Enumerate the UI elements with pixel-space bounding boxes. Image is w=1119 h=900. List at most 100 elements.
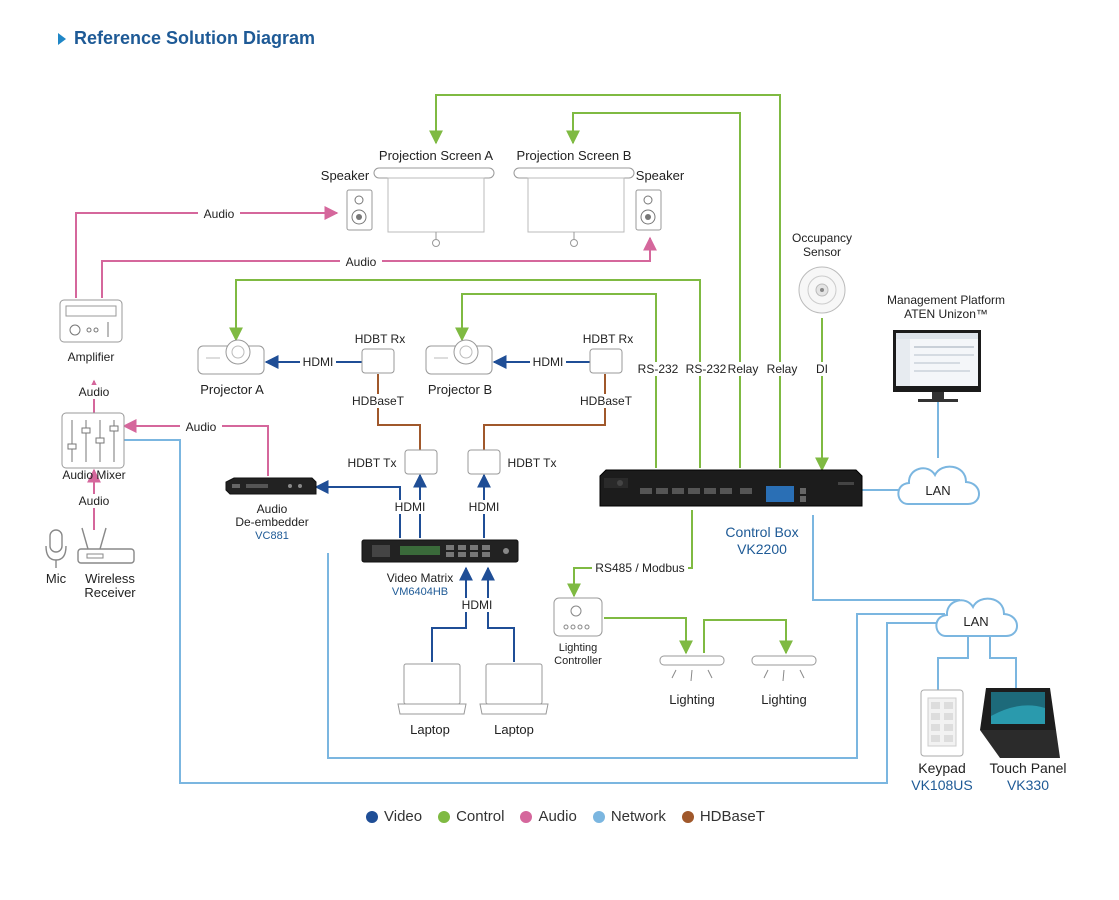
hdmi-label-laptops: HDMI — [462, 598, 493, 612]
mic-label: Mic — [46, 571, 67, 586]
touch-panel-model: VK330 — [1007, 777, 1049, 793]
video-matrix-device — [361, 539, 519, 563]
control-box-label: Control Box — [725, 524, 798, 540]
lighting-left-label: Lighting — [669, 692, 715, 707]
speaker-right-icon — [635, 189, 662, 231]
laptop-right-icon — [479, 663, 549, 715]
projector-a-label: Projector A — [200, 382, 264, 397]
hdbaset-label-a: HDBaseT — [352, 394, 405, 408]
wireless-receiver-icon — [77, 527, 135, 564]
legend-label-control: Control — [456, 808, 505, 825]
aten-unizon-label: ATEN Unizon™ — [904, 307, 988, 321]
legend-dot-hdbaset — [681, 810, 694, 823]
audio-deembedder-label-line2: De-embedder — [235, 515, 308, 529]
hdbt-tx-b-label: HDBT Tx — [508, 456, 557, 470]
legend-dot-video — [366, 810, 378, 823]
audio-mixer — [61, 412, 125, 469]
lan-cloud-lower — [935, 597, 1018, 637]
lighting-controller-label-line2: Controller — [554, 655, 602, 667]
occupancy-sensor-label-line1: Occupancy — [792, 231, 852, 245]
relay-label-b: Relay — [767, 362, 798, 376]
hdmi-label-projector-a: HDMI — [303, 355, 334, 369]
amplifier — [59, 299, 123, 343]
laptop-right-label: Laptop — [494, 722, 534, 737]
projector-b-label: Projector B — [428, 382, 492, 397]
speaker-left-icon — [346, 189, 373, 231]
lighting-controller-device — [553, 597, 603, 637]
mic-icon — [45, 529, 67, 568]
rs232-label-a: RS-232 — [638, 362, 679, 376]
audio-label-mixer-amp: Audio — [79, 385, 110, 399]
video-matrix-model: VM6404HB — [392, 586, 448, 598]
amplifier-label: Amplifier — [68, 350, 115, 364]
legend-label-hdbaset: HDBaseT — [699, 808, 765, 825]
page-title: Reference Solution Diagram — [74, 28, 316, 48]
projector-a-icon — [197, 339, 265, 375]
lighting-left-icon — [659, 655, 725, 682]
projection-screen-b — [513, 167, 635, 247]
management-platform-label: Management Platform — [887, 293, 1005, 307]
wireless-receiver-label-line1: Wireless — [85, 571, 135, 586]
lan-label-upper: LAN — [925, 483, 950, 498]
occupancy-sensor-icon — [798, 266, 846, 314]
section-heading: Reference Solution Diagram — [58, 28, 315, 49]
video-lines — [264, 355, 590, 662]
legend-item-video: Video — [366, 808, 422, 825]
di-label: DI — [816, 362, 828, 376]
audio-label-receiver-mixer: Audio — [79, 494, 110, 508]
projection-screen-b-label: Projection Screen B — [517, 148, 632, 163]
hdbaset-label-b: HDBaseT — [580, 394, 633, 408]
legend-dot-network — [592, 810, 605, 823]
hdbt-rx-a — [361, 348, 395, 374]
projection-screen-a — [373, 167, 495, 247]
occupancy-sensor-label-line2: Sensor — [803, 245, 841, 259]
management-platform-monitor — [893, 330, 981, 402]
legend-label-network: Network — [610, 808, 666, 825]
legend-dot-audio — [520, 810, 533, 823]
hdbt-tx-a — [404, 449, 438, 475]
legend-label-audio: Audio — [538, 808, 577, 825]
legend-item-network: Network — [592, 808, 666, 825]
lighting-right-label: Lighting — [761, 692, 807, 707]
hdbt-tx-a-label: HDBT Tx — [348, 456, 397, 470]
audio-label-speaker-left: Audio — [204, 207, 235, 221]
hdbt-tx-b — [467, 449, 501, 475]
triangle-bullet-icon — [58, 32, 66, 45]
legend-label-video: Video — [384, 808, 423, 825]
speaker-right-label: Speaker — [636, 168, 685, 183]
speaker-left-label: Speaker — [321, 168, 370, 183]
control-box-device — [599, 469, 863, 507]
lan-label-lower: LAN — [963, 614, 988, 629]
keypad-label: Keypad — [918, 760, 965, 776]
hdmi-label-projector-b: HDMI — [533, 355, 564, 369]
hdbt-rx-b-label: HDBT Rx — [583, 332, 633, 346]
laptop-left-label: Laptop — [410, 722, 450, 737]
legend-item-audio: Audio — [520, 808, 577, 825]
relay-label-a: Relay — [728, 362, 759, 376]
wireless-receiver-label-line2: Receiver — [84, 585, 136, 600]
legend: Video Control Audio Network HDBaseT — [366, 808, 765, 825]
network-lines — [124, 400, 1017, 784]
lighting-right-icon — [751, 655, 817, 682]
hdbt-rx-b — [589, 348, 623, 374]
audio-mixer-label: Audio Mixer — [62, 468, 125, 482]
rs485-modbus-label: RS485 / Modbus — [595, 561, 684, 575]
touch-panel-device — [980, 688, 1060, 758]
hdbt-rx-a-label: HDBT Rx — [355, 332, 405, 346]
keypad-model: VK108US — [911, 777, 972, 793]
touch-panel-label: Touch Panel — [989, 760, 1066, 776]
hdmi-label-matrix-left: HDMI — [395, 500, 426, 514]
lighting-controller-label-line1: Lighting — [559, 642, 598, 654]
audio-label-speaker-right: Audio — [346, 255, 377, 269]
legend-item-hdbaset: HDBaseT — [681, 808, 765, 825]
audio-label-deembedder-mixer: Audio — [186, 420, 217, 434]
laptop-left-icon — [397, 663, 467, 715]
audio-deembedder-label-line1: Audio — [257, 502, 288, 516]
keypad-device — [920, 689, 964, 757]
projection-screen-a-label: Projection Screen A — [379, 148, 494, 163]
control-box-model: VK2200 — [737, 541, 787, 557]
lan-cloud-upper — [897, 465, 980, 505]
legend-item-control: Control — [438, 808, 504, 825]
projector-b-icon — [425, 339, 493, 375]
